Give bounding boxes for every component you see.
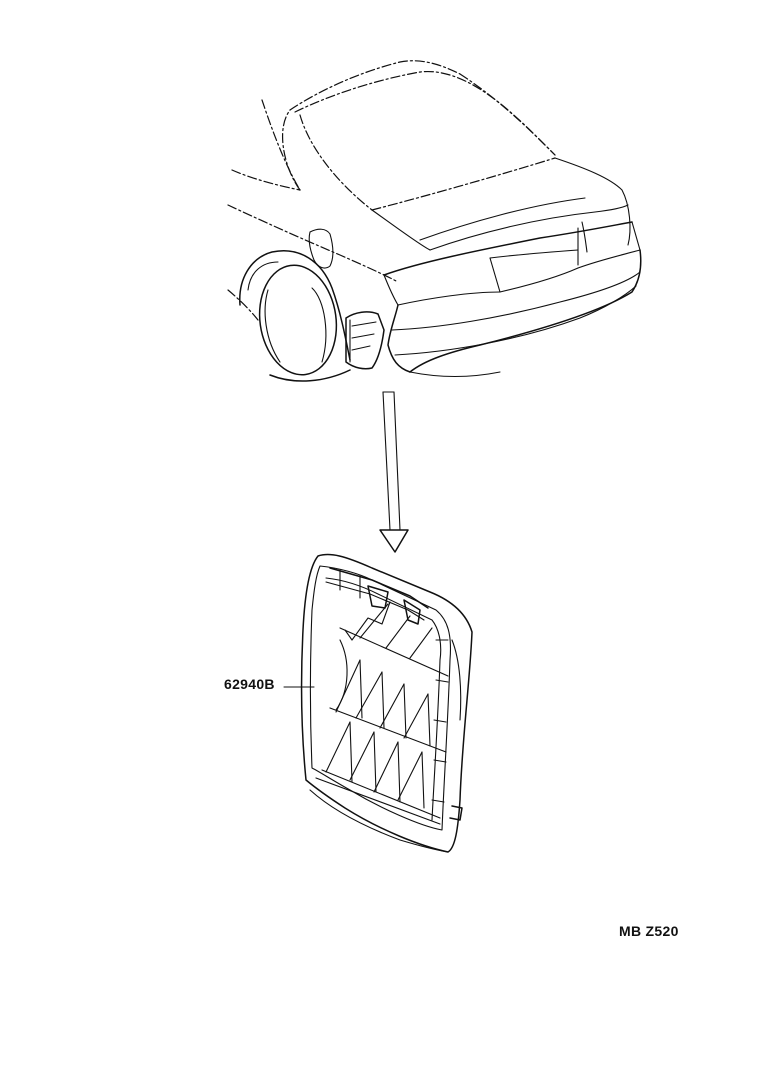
part-number-label[interactable]: 62940B	[224, 676, 275, 692]
diagram-code: MB Z520	[619, 923, 679, 939]
location-arrow	[379, 391, 409, 553]
duct-assembly-illustration	[300, 553, 473, 853]
car-rear-illustration	[227, 60, 642, 382]
